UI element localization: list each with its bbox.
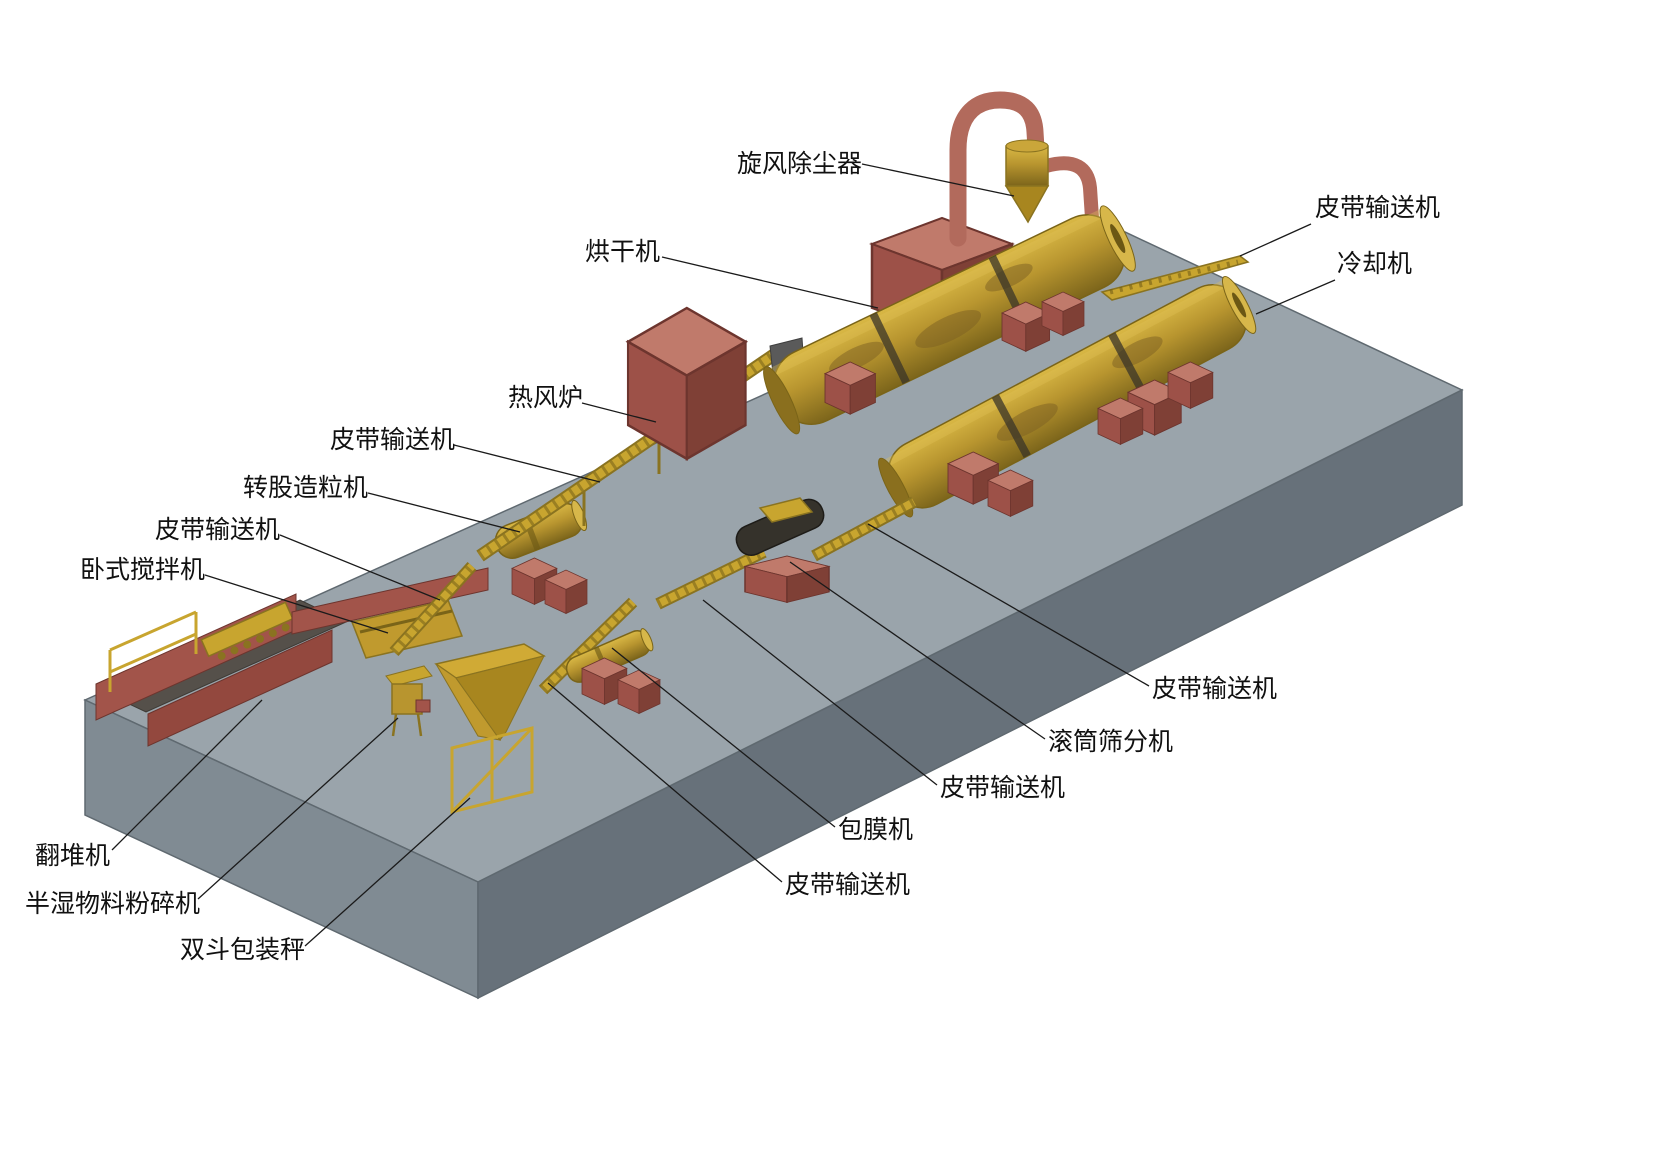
label-drum-screening-machine: 滚筒筛分机 [1048,728,1173,756]
double-hopper-packing-scale-machine [434,643,546,814]
scale-stand-frame [450,726,534,814]
leader-granulator [367,492,521,533]
support-block [544,569,588,614]
label-belt-conveyor-bottom: 皮带输送机 [785,871,910,899]
label-belt-conveyor-middle: 皮带输送机 [940,774,1065,802]
leader-belt-top-right [1239,223,1312,257]
belt-conveyor-screener-to-cooler [811,496,917,562]
leader-belt-bottom [547,682,783,883]
label-cyclone-dust-collector: 旋风除尘器 [737,150,862,178]
label-belt-conveyor-upper-left: 皮带输送机 [330,426,455,454]
label-rotary-drum-granulator: 转股造粒机 [243,474,368,502]
label-semi-wet-material-crusher: 半湿物料粉碎机 [25,890,200,918]
leader-coating [611,647,836,828]
label-horizontal-mixer: 卧式搅拌机 [80,556,205,584]
label-cooler: 冷却机 [1337,250,1412,278]
platform-right-face [477,388,1463,1000]
belt-conveyor-coating-to-screener [655,546,767,610]
cyclone-cone [1004,185,1050,224]
cyclone-inlet-pipe [949,91,1045,247]
turner-wall-right [147,629,333,747]
semi-wet-material-crusher-machine [385,665,433,737]
leader-screener [789,561,1046,740]
leader-belt-right [867,523,1150,687]
hot-air-furnace-machine [626,306,747,461]
belt-conveyor-dryer-discharge [1100,255,1250,301]
leader-belt-upper-left [453,444,601,483]
cyclone-dust-collector-machine [949,91,1099,247]
support-block [1041,291,1085,336]
leader-lines [111,163,1336,947]
screener-hopper [758,497,814,523]
leader-crusher [197,717,399,900]
label-double-hopper-packing-scale: 双斗包装秤 [180,936,305,964]
cooler-machine [878,275,1257,518]
support-block [1097,397,1144,445]
support-block [617,669,661,714]
belt-conveyor-scale-to-coating [538,597,638,695]
support-block [1167,361,1214,409]
label-hot-air-furnace: 热风炉 [508,384,583,412]
drum-screening-machine-assembly [735,497,830,604]
turner-gantry [108,610,198,692]
label-compost-turner: 翻堆机 [35,842,110,870]
leader-belt-left [279,534,441,601]
belt-conveyor-mixer-to-granulator [389,561,477,657]
leader-cooler [1255,279,1336,315]
label-dryer: 烘干机 [585,238,660,266]
label-coating-machine: 包膜机 [838,816,913,844]
leader-cyclone [861,163,1015,197]
compost-turner-machine [95,593,348,747]
screener-table [744,555,830,604]
support-block [987,469,1034,517]
labels: 旋风除尘器 皮带输送机 冷却机 烘干机 热风炉 皮带输送机 转股造粒机 皮带输送… [25,150,1440,964]
support-block [824,361,876,415]
leader-packing-scale [304,797,471,947]
label-belt-conveyor-top-right: 皮带输送机 [1315,194,1440,222]
cyclone-outlet-pipe [1039,156,1099,225]
leader-mixer [204,574,389,634]
leader-dryer [661,256,879,309]
leader-turner [111,699,263,851]
leader-belt-middle [702,599,938,786]
label-belt-conveyor-left: 皮带输送机 [155,516,280,544]
leader-hot-air-furnace [581,402,657,423]
turner-cart [200,601,294,660]
label-belt-conveyor-right: 皮带输送机 [1152,675,1277,703]
